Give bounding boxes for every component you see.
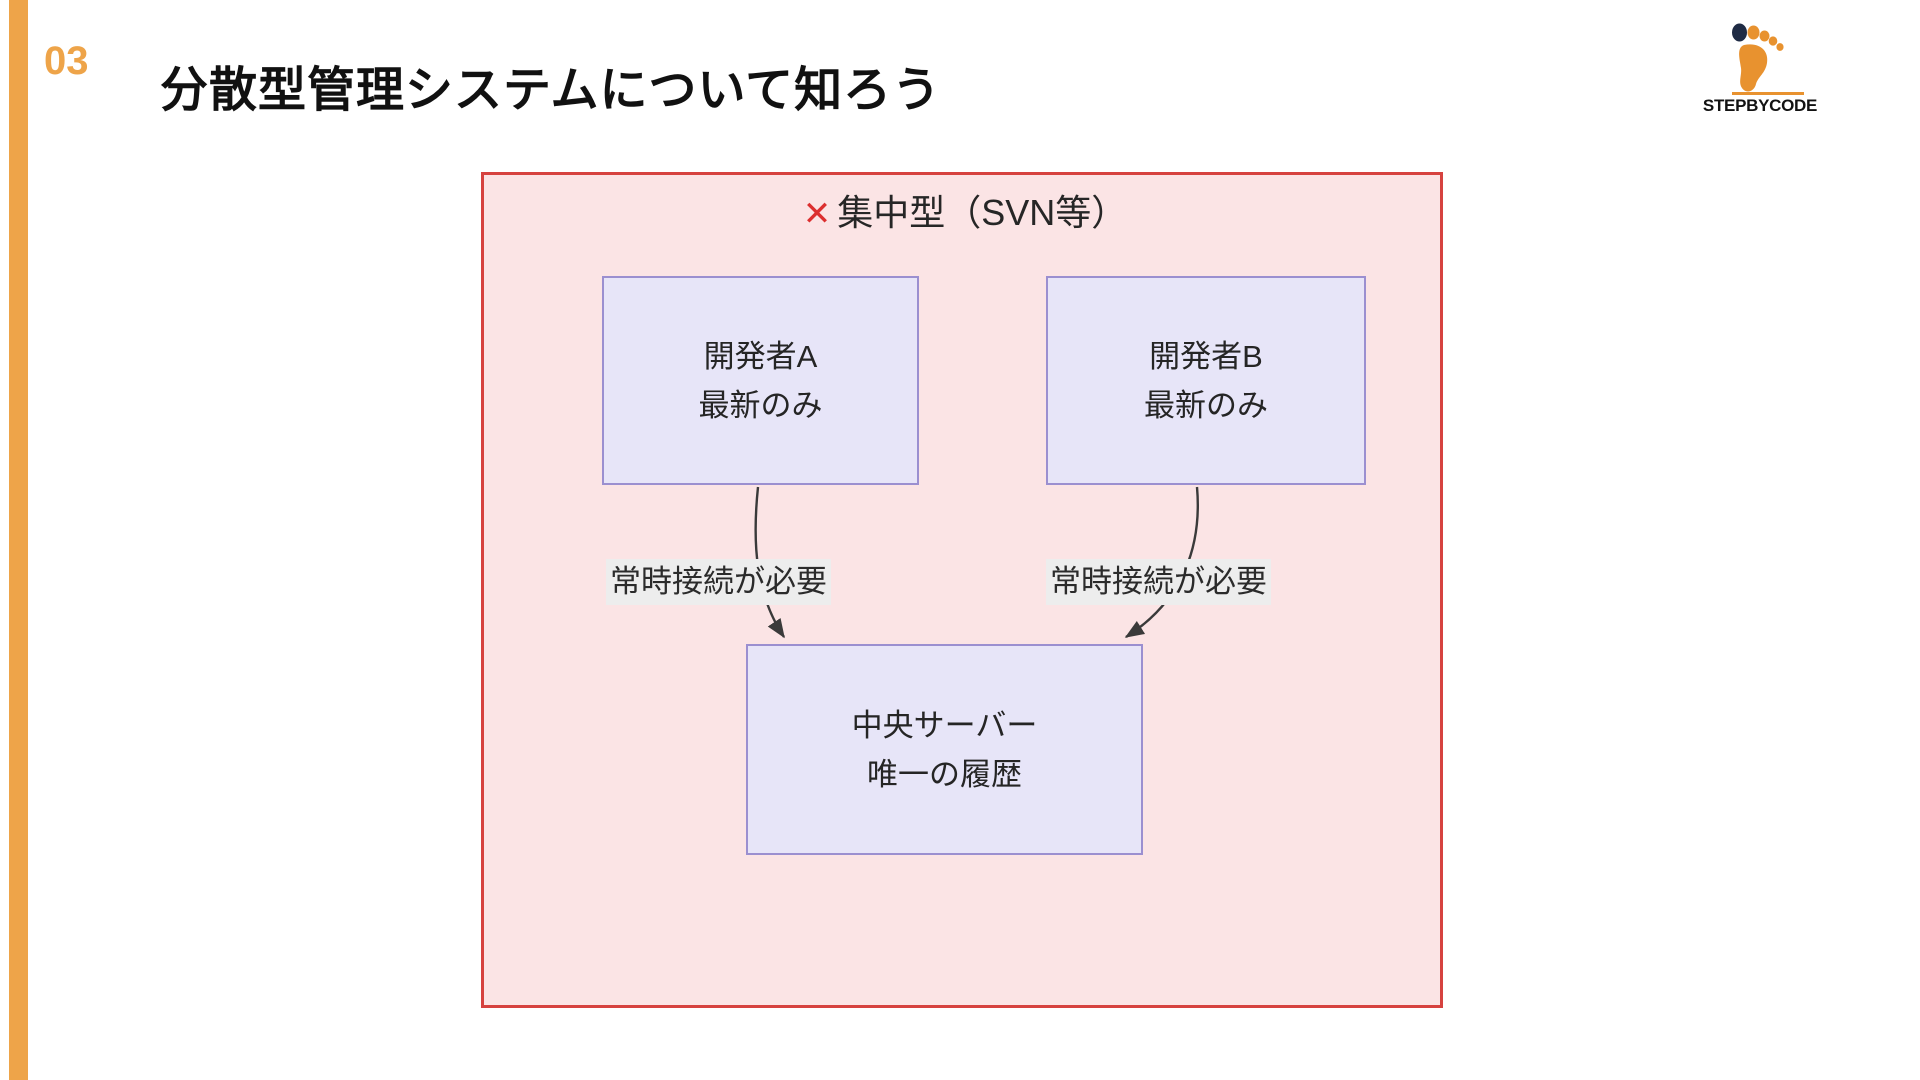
left-accent-bar [9, 0, 28, 1080]
slide-header: 03 分散型管理システムについて知ろう [0, 0, 1920, 135]
node-dev-a-line1: 開発者A [703, 338, 818, 374]
diagram-title-text: 集中型（SVN等） [837, 192, 1128, 233]
brand-underline [1732, 92, 1804, 95]
diagram-title: ✕集中型（SVN等） [484, 187, 1446, 240]
footprint-icon [1732, 23, 1784, 92]
node-server-line1: 中央サーバー [851, 707, 1038, 743]
node-dev-a[interactable]: 開発者A 最新のみ [602, 276, 919, 485]
cross-mark-icon: ✕ [802, 195, 832, 233]
node-dev-a-line2: 最新のみ [698, 387, 823, 423]
section-number: 03 [44, 39, 89, 83]
node-dev-b-line1: 開発者B [1149, 338, 1263, 374]
node-dev-b[interactable]: 開発者B 最新のみ [1046, 276, 1366, 485]
diagram-frame: ✕集中型（SVN等） 開発者A 最新のみ 開発者B 最新のみ 中央サーバー 唯一… [481, 172, 1443, 1008]
page-title: 分散型管理システムについて知ろう [160, 64, 942, 118]
brand-logo: STEPBYCODE [1690, 22, 1830, 122]
edge-label-dev-a: 常時接続が必要 [606, 559, 831, 605]
brand-wordmark: STEPBYCODE [1702, 96, 1818, 115]
node-server-line2: 唯一の履歴 [867, 756, 1022, 792]
edge-label-dev-b: 常時接続が必要 [1046, 559, 1271, 605]
node-central-server[interactable]: 中央サーバー 唯一の履歴 [746, 644, 1143, 855]
node-dev-b-line2: 最新のみ [1144, 387, 1268, 423]
